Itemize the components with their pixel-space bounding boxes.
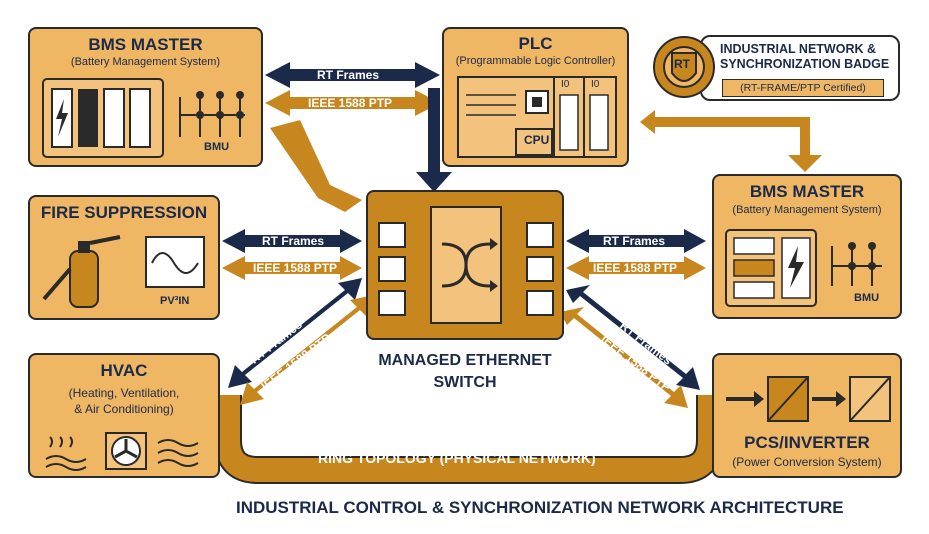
hvac-panel: HVAC (Heating, Ventilation, & Air Condit…	[28, 353, 220, 478]
rt-arrow-fire-switch	[222, 229, 362, 253]
fire-pv-label: PV³IN	[160, 295, 190, 307]
ring-topology	[216, 395, 722, 482]
fire-suppression-panel: FIRE SUPPRESSION PV³IN	[28, 195, 220, 320]
rt-arrow-switch-bms	[566, 229, 706, 253]
ptp-label-fire: IEEE 1588 PTP	[253, 261, 338, 275]
rt-label-fire: RT Frames	[262, 234, 325, 248]
bms-top-title: BMS MASTER	[88, 35, 203, 54]
plc-io1: I0	[561, 79, 570, 90]
rt-arrow-bms-plc	[265, 62, 440, 88]
plc-panel: PLC (Programmable Logic Controller) CPU …	[442, 27, 629, 167]
rt-label-top: RT Frames	[317, 68, 380, 82]
ethernet-port-icon	[378, 290, 406, 316]
switch-label-1: MANAGED ETHERNET	[378, 352, 552, 369]
plc-cpu-label: CPU	[524, 133, 550, 147]
rt-arrow-plc-switch	[416, 88, 452, 192]
fire-extinguisher-icon	[42, 235, 205, 308]
ptp-arrow-fire-switch	[222, 256, 362, 280]
fire-title: FIRE SUPPRESSION	[40, 203, 208, 222]
rt-arrow-switch-pcs	[566, 285, 700, 390]
badge-subtitle: (RT-FRAME/PTP Certified)	[722, 79, 884, 97]
bms-master-right-panel: BMS MASTER (Battery Management System) B…	[712, 174, 902, 319]
ptp-label-top: IEEE 1588 PTP	[308, 96, 393, 110]
rt-label-bms: RT Frames	[603, 234, 666, 248]
ethernet-port-icon	[378, 222, 406, 248]
switch-core	[430, 206, 502, 324]
battery-module-icon	[725, 229, 882, 307]
bms-master-top-panel: BMS MASTER (Battery Management System) B…	[28, 27, 263, 167]
badge-title-2: SYNCHRONIZATION BADGE	[720, 57, 890, 71]
bms-top-bmu: BMU	[204, 141, 230, 153]
inverter-icon	[726, 376, 891, 422]
ptp-arrow-hvac-switch	[240, 295, 374, 405]
managed-ethernet-switch	[366, 190, 564, 340]
bms-right-title: BMS MASTER	[749, 182, 865, 201]
ethernet-port-icon	[526, 222, 554, 248]
plc-title: PLC	[518, 34, 553, 53]
bms-top-subtitle: (Battery Management System)	[70, 56, 221, 68]
hvac-sub2: & Air Conditioning)	[74, 402, 174, 416]
ethernet-port-icon	[526, 256, 554, 282]
hvac-sub1: (Heating, Ventilation,	[68, 386, 180, 400]
ptp-arrow-plc-bms-right	[640, 110, 822, 172]
pcs-title: PCS/INVERTER	[744, 433, 870, 452]
battery-bank-icon	[42, 78, 245, 158]
gear-shield-icon	[653, 36, 715, 98]
ptp-arrow-bms-plc	[265, 90, 440, 116]
plc-io2: I0	[591, 79, 600, 90]
plc-subtitle: (Programmable Logic Controller)	[455, 55, 616, 67]
ring-label: RING TOPOLOGY (PHYSICAL NETWORK)	[318, 450, 596, 466]
ptp-arrow-switch-bms	[566, 256, 706, 280]
rt-arrow-hvac-switch	[228, 278, 362, 388]
bms-right-subtitle: (Battery Management System)	[732, 204, 882, 216]
switch-crossover-icon	[441, 238, 498, 292]
ptp-arrow-bms-switch	[270, 120, 362, 212]
ethernet-port-icon	[526, 290, 554, 316]
badge-title-1: INDUSTRIAL NETWORK &	[720, 42, 877, 56]
hvac-title: HVAC	[100, 361, 148, 380]
ptp-arrow-switch-pcs	[560, 307, 688, 408]
badge-panel: RT INDUSTRIAL NETWORK & SYNCHRONIZATION …	[650, 33, 902, 105]
page-title: INDUSTRIAL CONTROL & SYNCHRONIZATION NET…	[236, 498, 844, 517]
ethernet-port-icon	[378, 256, 406, 282]
plc-hardware-icon	[457, 76, 617, 158]
switch-label-2: SWITCH	[433, 374, 497, 391]
bms-right-bmu: BMU	[854, 292, 880, 304]
ptp-label-bms: IEEE 1588 PTP	[593, 261, 678, 275]
badge-emblem: RT	[674, 57, 690, 71]
fan-airflow-icon	[45, 432, 199, 471]
pcs-inverter-panel: PCS/INVERTER (Power Conversion System)	[712, 353, 902, 478]
pcs-subtitle: (Power Conversion System)	[732, 455, 882, 469]
